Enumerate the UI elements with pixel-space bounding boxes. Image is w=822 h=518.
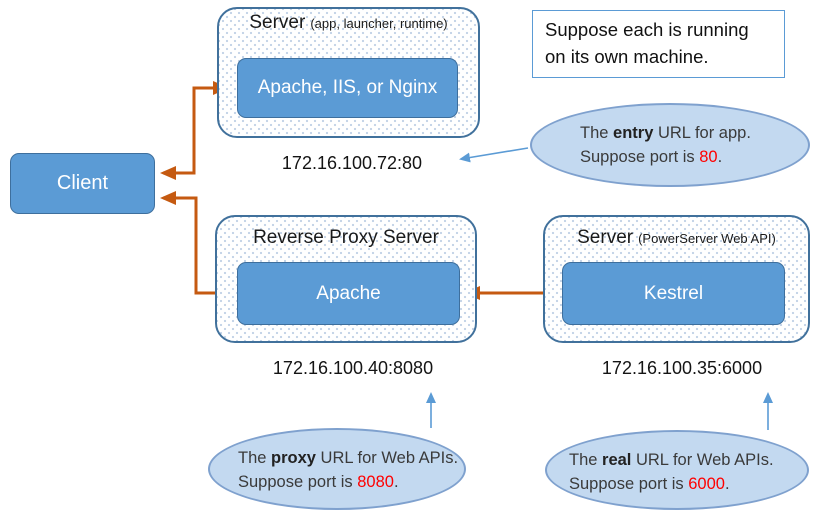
client-proxy-connector: [160, 191, 231, 300]
note-line2: on its own machine.: [545, 46, 709, 67]
entry-pre: The: [580, 124, 614, 142]
app-server-title: Server (app, launcher, runtime): [217, 12, 480, 34]
real-port-pre: Suppose port is: [569, 475, 689, 493]
proxy-port: 8080: [357, 473, 394, 491]
real-port-post: .: [724, 475, 730, 493]
client-node: Client: [10, 153, 155, 214]
real-bold: real: [602, 451, 632, 469]
proxy-server-title: Reverse Proxy Server: [215, 227, 477, 249]
entry-post: URL for app.: [653, 124, 751, 142]
proxy-callout-line2: Suppose port is 8080.: [238, 470, 464, 494]
entry-callout-line2: Suppose port is 80.: [580, 145, 808, 169]
proxy-bold: proxy: [271, 449, 316, 467]
proxy-port-post: .: [393, 473, 399, 491]
app-server-title-sub: (app, launcher, runtime): [310, 16, 448, 31]
proxy-server-address: 172.16.100.40:8080: [272, 358, 434, 378]
app-server-inner-node: Apache, IIS, or Nginx: [237, 58, 458, 118]
api-server-inner-label: Kestrel: [643, 282, 704, 304]
note-box: Suppose each is running on its own machi…: [532, 10, 785, 78]
real-post: URL for Web APIs.: [631, 451, 774, 469]
proxy-callout: The proxy URL for Web APIs. Suppose port…: [208, 428, 466, 510]
real-callout-line1: The real URL for Web APIs.: [569, 448, 807, 472]
api-server-inner-node: Kestrel: [562, 262, 785, 325]
proxy-port-pre: Suppose port is: [238, 473, 358, 491]
proxy-pre: The: [238, 449, 272, 467]
app-server-address: 172.16.100.72:80: [281, 153, 423, 173]
proxy-server-inner-label: Apache: [316, 282, 381, 304]
client-label: Client: [56, 172, 109, 194]
real-pre: The: [569, 451, 603, 469]
proxy-callout-line1: The proxy URL for Web APIs.: [238, 446, 464, 470]
entry-port: 80: [699, 148, 718, 166]
entry-bold: entry: [613, 124, 654, 142]
entry-callout-line1: The entry URL for app.: [580, 121, 808, 145]
entry-callout: The entry URL for app. Suppose port is 8…: [530, 103, 810, 187]
api-server-title: Server (PowerServer Web API): [543, 227, 810, 249]
api-server-address: 172.16.100.35:6000: [601, 358, 763, 378]
entry-port-pre: Suppose port is: [580, 148, 700, 166]
proxy-post: URL for Web APIs.: [315, 449, 459, 467]
note-line1: Suppose each is running: [545, 19, 749, 40]
api-server-title-sub: (PowerServer Web API): [638, 231, 776, 246]
entry-port-post: .: [717, 148, 723, 166]
client-appserver-connector: [160, 81, 229, 180]
real-callout-line2: Suppose port is 6000.: [569, 472, 807, 496]
real-port: 6000: [688, 475, 725, 493]
proxy-server-inner-node: Apache: [237, 262, 460, 325]
entry-callout-arrow: [459, 147, 529, 163]
app-server-inner-label: Apache, IIS, or Nginx: [257, 77, 438, 98]
real-callout: The real URL for Web APIs. Suppose port …: [545, 430, 809, 510]
api-server-title-main: Server: [577, 227, 634, 248]
app-server-title-main: Server: [249, 12, 306, 33]
proxy-server-title-main: Reverse Proxy Server: [253, 227, 439, 248]
